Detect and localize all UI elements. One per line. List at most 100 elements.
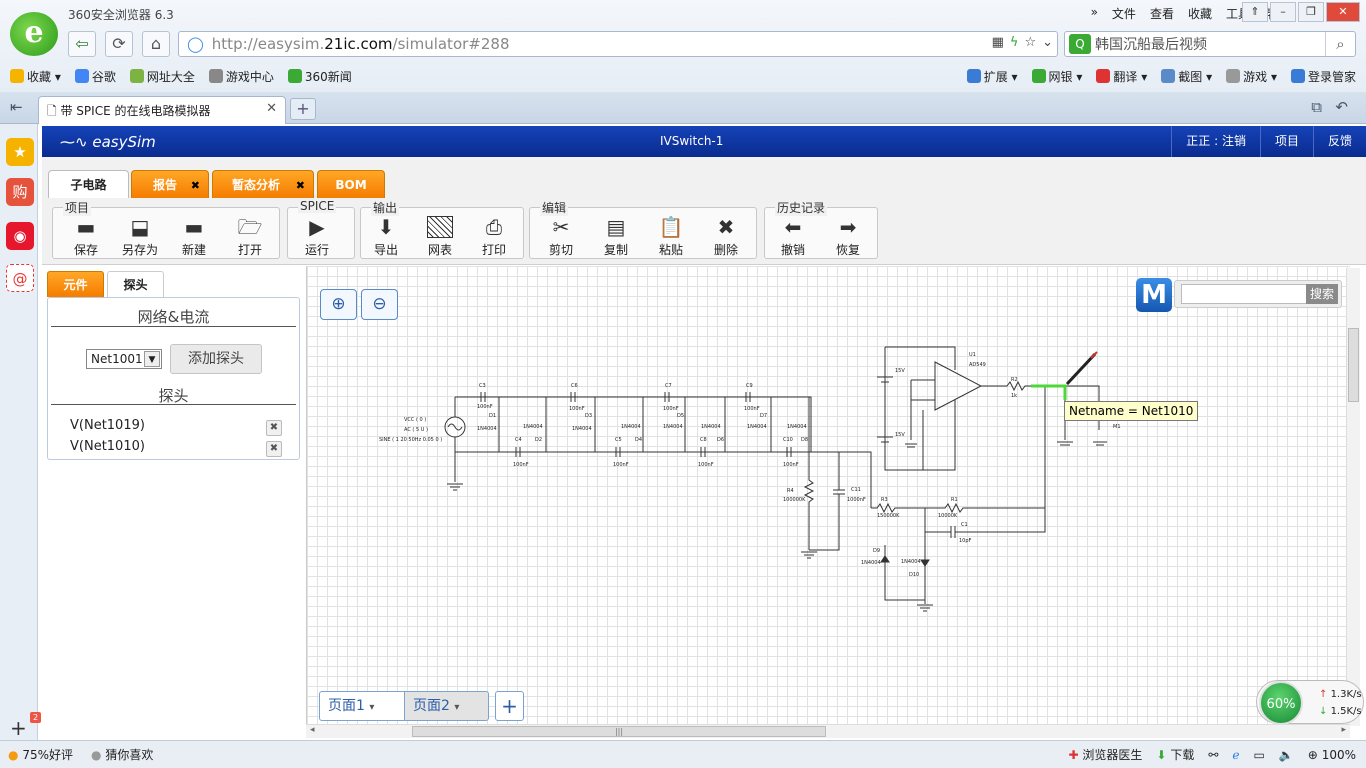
menu-arrow-icon[interactable]: » xyxy=(1090,5,1098,19)
remove-probe-icon[interactable]: ✖ xyxy=(266,420,282,436)
ext-games[interactable]: 游戏 ▾ xyxy=(1226,68,1277,85)
capacitor[interactable] xyxy=(700,447,706,457)
ext-extensions[interactable]: 扩展 ▾ xyxy=(966,68,1018,85)
minimize-button[interactable]: – xyxy=(1270,2,1296,22)
capacitor-c1[interactable] xyxy=(925,526,956,538)
paste-button[interactable]: 📋粘贴 xyxy=(646,216,696,258)
copy-button[interactable]: ▤复制 xyxy=(591,216,641,258)
favorite-star-icon[interactable]: ☆ xyxy=(1024,35,1037,50)
horizontal-scrollbar[interactable]: ◂ ||| ▸ xyxy=(306,724,1350,738)
add-sidebar-icon[interactable]: + xyxy=(10,716,27,740)
chevron-down-icon[interactable]: ▾ xyxy=(369,702,375,713)
fav-news[interactable]: 360新闻 xyxy=(287,68,352,85)
scroll-right-icon[interactable]: ▸ xyxy=(1341,725,1346,735)
search-icon[interactable]: ⌕ xyxy=(1325,32,1355,56)
capacitor[interactable] xyxy=(664,392,670,402)
refresh-button[interactable]: ⟳ xyxy=(105,31,133,57)
schematic-canvas[interactable]: VCC ( 0 ) AC ( 5 U ) SINE ( 1 20 50Hz 0.… xyxy=(306,266,1350,724)
shopping-icon[interactable]: 购 xyxy=(6,178,34,206)
open-button[interactable]: 🗁打开 xyxy=(225,216,275,258)
app-logo[interactable]: ⁓∿ easySim xyxy=(60,133,156,151)
redo-button[interactable]: ➡恢复 xyxy=(823,216,873,258)
mail-icon[interactable]: @ xyxy=(6,264,34,292)
tab-report[interactable]: 报告✖ xyxy=(131,170,209,198)
fav-games[interactable]: 游戏中心 xyxy=(208,68,274,85)
back-button[interactable]: ⇦ xyxy=(68,31,96,57)
browser-doctor[interactable]: ✚ 浏览器医生 xyxy=(1069,746,1143,763)
component-search-input[interactable] xyxy=(1181,284,1307,304)
save-button[interactable]: ▬保存 xyxy=(61,216,111,258)
delete-button[interactable]: ✖删除 xyxy=(701,216,751,258)
favorites-star-icon[interactable]: ★ xyxy=(6,138,34,166)
resistor-r2[interactable] xyxy=(981,380,1031,392)
diode-d10[interactable] xyxy=(920,559,930,567)
add-page-button[interactable]: + xyxy=(495,691,524,721)
highlighted-net[interactable] xyxy=(1031,384,1067,400)
chevron-down-icon[interactable]: ▾ xyxy=(454,702,460,713)
print-button[interactable]: ⎙打印 xyxy=(469,216,519,258)
capacitor[interactable] xyxy=(570,392,576,402)
browser-tab[interactable]: 🗋 带 SPICE 的在线电路模拟器 ✕ xyxy=(38,96,286,124)
rating-item[interactable]: ● 75%好评 xyxy=(8,746,73,763)
resistor-r3-r1[interactable] xyxy=(871,502,1045,514)
search-engine-icon[interactable]: Q xyxy=(1069,34,1091,54)
capacitor[interactable] xyxy=(745,392,751,402)
speed-mode-icon[interactable]: ϟ xyxy=(1009,35,1019,50)
weibo-icon[interactable]: ◉ xyxy=(6,222,34,250)
user-logout-link[interactable]: 正正 : 注销 xyxy=(1171,126,1260,157)
add-probe-button[interactable]: 添加探头 xyxy=(170,344,262,374)
zoom-level[interactable]: ⊕ 100% xyxy=(1308,748,1356,762)
netlist-button[interactable]: 网表 xyxy=(415,216,465,258)
capacitor-c11[interactable] xyxy=(809,452,845,551)
maximize-button[interactable]: ❐ xyxy=(1298,2,1324,22)
ie-icon[interactable]: ℯ xyxy=(1232,747,1240,762)
address-bar[interactable]: ◯ http://easysim.21ic.com/simulator#288 … xyxy=(178,31,1058,57)
capacitor[interactable] xyxy=(786,447,792,457)
home-button[interactable]: ⌂ xyxy=(142,31,170,57)
nav-feedback[interactable]: 反馈 xyxy=(1312,126,1366,157)
undo-close-icon[interactable]: ↶ xyxy=(1335,98,1348,116)
ext-login[interactable]: 登录管家 xyxy=(1290,68,1356,85)
pin-icon[interactable]: ⇑ xyxy=(1242,2,1268,22)
menu-favorites[interactable]: 收藏 xyxy=(1187,7,1212,21)
window-icon[interactable]: ▭ xyxy=(1253,747,1265,762)
scroll-thumb[interactable]: ||| xyxy=(412,726,826,737)
new-button[interactable]: ▬新建 xyxy=(169,216,219,258)
new-tab-button[interactable]: + xyxy=(290,98,316,120)
tab-probes[interactable]: 探头 xyxy=(107,271,164,297)
resistor-r4[interactable] xyxy=(803,452,815,550)
sidebar-toggle-icon[interactable]: ⇤ xyxy=(10,98,23,116)
scroll-thumb[interactable] xyxy=(1348,328,1359,402)
remove-probe-icon[interactable]: ✖ xyxy=(266,441,282,457)
capacitor[interactable] xyxy=(615,447,621,457)
search-bar[interactable]: Q 韩国沉船最后视频 ⌕ xyxy=(1064,31,1356,57)
vertical-scrollbar[interactable] xyxy=(1346,268,1360,726)
zoom-in-button[interactable]: ⊕ xyxy=(320,289,357,320)
net-select[interactable]: Net1001▼ xyxy=(86,349,162,369)
download-item[interactable]: ⬇ 下载 xyxy=(1156,746,1194,763)
cut-button[interactable]: ✂剪切 xyxy=(536,216,586,258)
network-speed-widget[interactable]: 60% ↑ 1.3K/s ↓ 1.5K/s xyxy=(1256,680,1364,725)
diode-d9[interactable] xyxy=(880,555,890,563)
page-tab-2[interactable]: 页面2 ▾ xyxy=(404,691,489,721)
component-search-button[interactable]: 搜索 xyxy=(1306,284,1338,304)
ext-screenshot[interactable]: 截图 ▾ xyxy=(1161,68,1212,85)
guess-item[interactable]: ● 猜你喜欢 xyxy=(91,746,153,763)
save-as-button[interactable]: ⬓另存为 xyxy=(115,216,165,258)
fav-collect[interactable]: 收藏 ▾ xyxy=(10,68,61,85)
tab-transient[interactable]: 暂态分析✖ xyxy=(212,170,314,198)
page-tab-1[interactable]: 页面1 ▾ xyxy=(319,691,405,721)
zoom-out-button[interactable]: ⊖ xyxy=(361,289,398,320)
scroll-left-icon[interactable]: ◂ xyxy=(310,725,315,735)
fav-sites[interactable]: 网址大全 xyxy=(129,68,195,85)
tab-subcircuit[interactable]: 子电路 xyxy=(48,170,129,198)
export-button[interactable]: ⬇导出 xyxy=(361,216,411,258)
close-icon[interactable]: ✖ xyxy=(295,179,305,192)
ext-translate[interactable]: 翻译 ▾ xyxy=(1096,68,1147,85)
ac-source[interactable] xyxy=(444,416,466,438)
close-icon[interactable]: ✖ xyxy=(190,179,200,192)
capacitor[interactable] xyxy=(515,447,521,457)
opamp-u1[interactable] xyxy=(934,361,983,411)
search-input[interactable]: 韩国沉船最后视频 xyxy=(1095,37,1207,53)
link-icon[interactable]: ⚯ xyxy=(1208,747,1219,762)
